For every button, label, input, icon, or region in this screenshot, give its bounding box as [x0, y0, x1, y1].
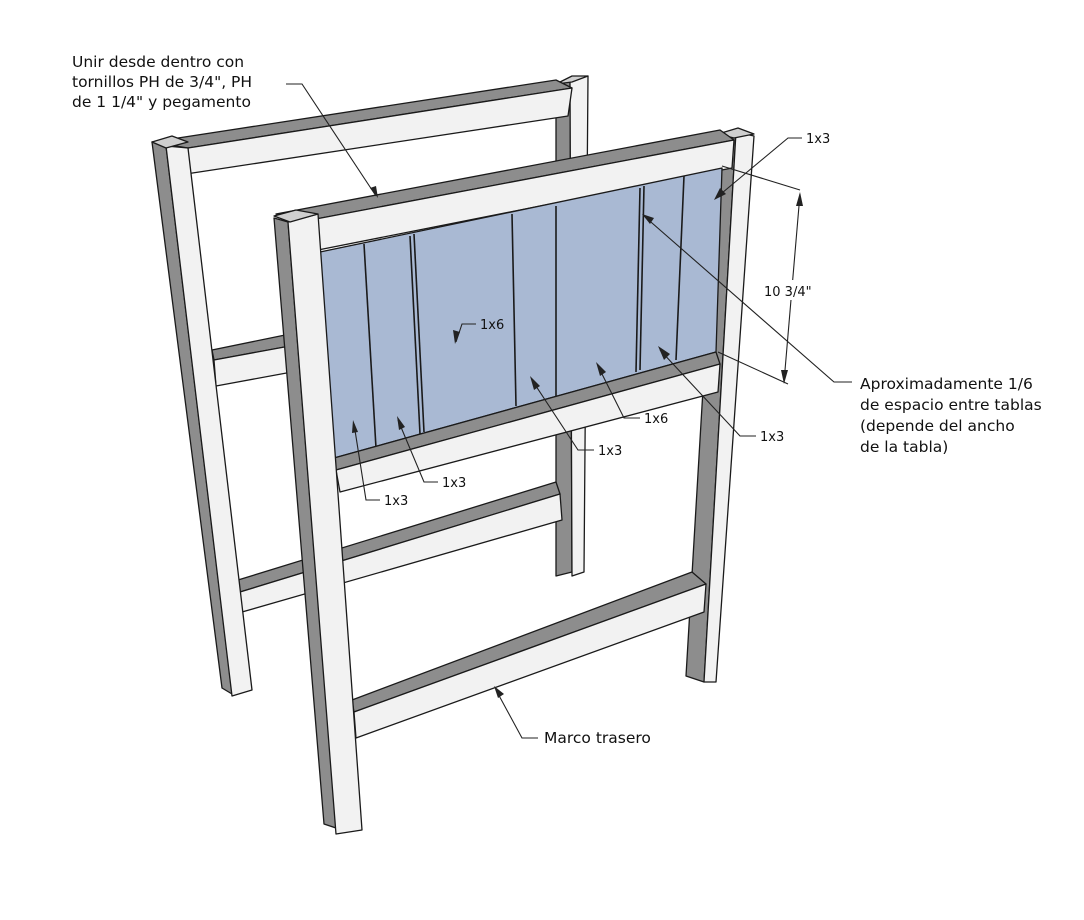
spacing-note-arrowhead [642, 214, 654, 224]
arrow-far-right-1x3 [658, 346, 670, 360]
label-left-1x3-a: 1x3 [442, 476, 466, 491]
arrow-center-1x6 [453, 330, 460, 344]
dimension-label: 10 3/4" [764, 285, 812, 300]
arrow-left-1x3-b [352, 420, 358, 433]
leader-lines [286, 83, 852, 739]
dimension-arrow-bottom [781, 370, 788, 384]
label-far-right-1x3: 1x3 [760, 430, 784, 445]
join-note-arrowhead [370, 186, 378, 198]
spacing-note-leader [643, 215, 852, 383]
leader-far-right-1x3 [659, 349, 756, 437]
front-lower-rail-face [353, 583, 707, 739]
join-note-leader [286, 83, 377, 197]
board-gap-6 [635, 187, 641, 373]
front-lower-rail-top [351, 571, 707, 713]
board-gap-7 [639, 185, 645, 371]
back-frame-label: Marco trasero [544, 729, 651, 747]
join-note-line-3: de 1 1/4" y pegamento [72, 93, 251, 111]
label-top-right-1x3: 1x3 [806, 132, 830, 147]
front-left-leg-top [273, 209, 319, 223]
leader-right-1x6 [597, 365, 640, 419]
label-left-1x3-b: 1x3 [384, 494, 408, 509]
front-frame [273, 127, 755, 835]
spacing-note: Aproximadamente 1/6 de espacio entre tab… [860, 375, 1047, 456]
board-gap-1 [363, 243, 377, 449]
spacing-note-line-1: Aproximadamente 1/6 [860, 375, 1033, 393]
arrow-left-1x3-a [397, 416, 405, 430]
join-note-line-1: Unir desde dentro con [72, 53, 244, 71]
board-separators [363, 175, 685, 449]
board-gap-2 [409, 235, 421, 435]
leader-left-1x3-a [397, 419, 438, 483]
label-mid-1x3: 1x3 [598, 444, 622, 459]
leader-top-right-1x3 [715, 137, 802, 199]
arrow-mid-1x3 [530, 376, 540, 390]
back-frame-arrowhead [494, 686, 504, 698]
annotation-labels: Unir desde dentro con tornillos PH de 3/… [72, 53, 1047, 747]
label-center-1x6: 1x6 [480, 318, 504, 333]
dimension-extension-top [721, 165, 801, 191]
board-gap-3 [413, 233, 425, 433]
dimension-arrow-top [796, 192, 803, 206]
label-right-1x6: 1x6 [644, 412, 668, 427]
spacing-note-line-4: de la tabla) [860, 438, 948, 456]
arrow-top-right-1x3 [714, 188, 726, 200]
leader-left-1x3-b [353, 423, 380, 501]
join-note: Unir desde dentro con tornillos PH de 3/… [72, 53, 257, 111]
back-right-leg-top [555, 75, 589, 85]
height-dimension: 10 3/4" [717, 165, 816, 385]
leader-mid-1x3 [531, 379, 594, 451]
dimension-label-bg [760, 280, 816, 300]
back-left-leg-top [151, 135, 189, 149]
back-left-leg-face [165, 145, 253, 697]
back-frame-leader [495, 689, 538, 739]
board-gap-8 [675, 175, 685, 361]
arrow-right-1x6 [596, 362, 606, 376]
join-note-line-2: tornillos PH de 3/4", PH [72, 73, 252, 91]
spacing-note-line-2: de espacio entre tablas [860, 396, 1042, 414]
dimension-extension-bottom [717, 351, 789, 385]
back-lower-rail-face [239, 493, 563, 613]
board-gap-4 [511, 213, 517, 407]
spacing-note-line-3: (depende del ancho [860, 417, 1015, 435]
front-mid-rail-face [335, 363, 721, 493]
